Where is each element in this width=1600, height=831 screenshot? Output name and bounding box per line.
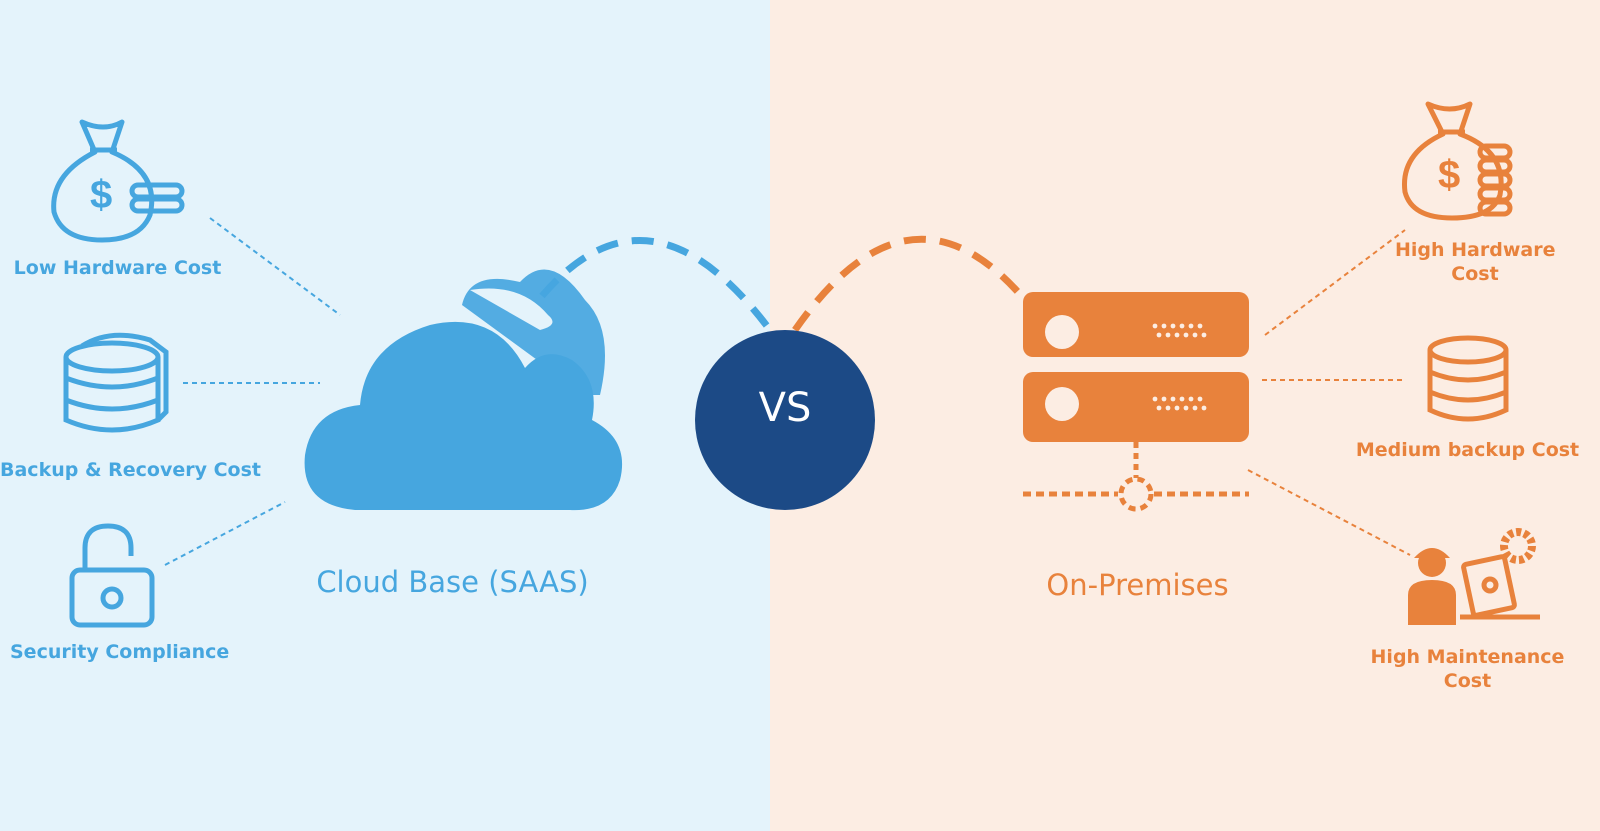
label-high-hardware-line2: Cost: [1451, 263, 1499, 285]
label-maintenance-line1: High Maintenance: [1370, 646, 1565, 668]
label-high-hardware-line1: High Hardware: [1395, 239, 1556, 261]
server-connector-arc: [792, 235, 1028, 333]
label-high-hardware-cost: High Hardware Cost: [1395, 238, 1555, 286]
label-backup-recovery-cost: Backup & Recovery Cost: [0, 459, 261, 481]
connector-low-hardware: [209, 217, 341, 316]
vs-label: VS: [758, 385, 812, 431]
label-security-compliance: Security Compliance: [10, 641, 230, 663]
label-low-hardware-cost: Low Hardware Cost: [13, 257, 222, 279]
database-icon-right: [1427, 335, 1509, 422]
money-bag-icon: $: [51, 119, 185, 243]
connector-maintenance: [1247, 469, 1411, 556]
money-bag-icon-right: $: [1401, 101, 1513, 221]
connector-security: [164, 501, 286, 566]
label-high-maintenance-cost: High Maintenance Cost: [1365, 645, 1570, 693]
label-medium-backup-cost: Medium backup Cost: [1355, 439, 1580, 461]
vs-circle: [695, 330, 875, 510]
svg-text:$: $: [90, 173, 112, 217]
cloud-connector-arc: [539, 237, 773, 333]
technician-icon: [1408, 528, 1540, 625]
connector-high-hardware: [1264, 229, 1406, 336]
database-icon: [63, 332, 169, 433]
server-icon: [1023, 292, 1249, 512]
cloud-icon: [304, 269, 623, 511]
cloud-title: Cloud Base (SAAS): [316, 565, 589, 599]
padlock-icon: [69, 523, 155, 628]
label-maintenance-line2: Cost: [1443, 670, 1492, 692]
svg-text:$: $: [1438, 153, 1460, 197]
on-premises-title: On-Premises: [1046, 568, 1229, 602]
